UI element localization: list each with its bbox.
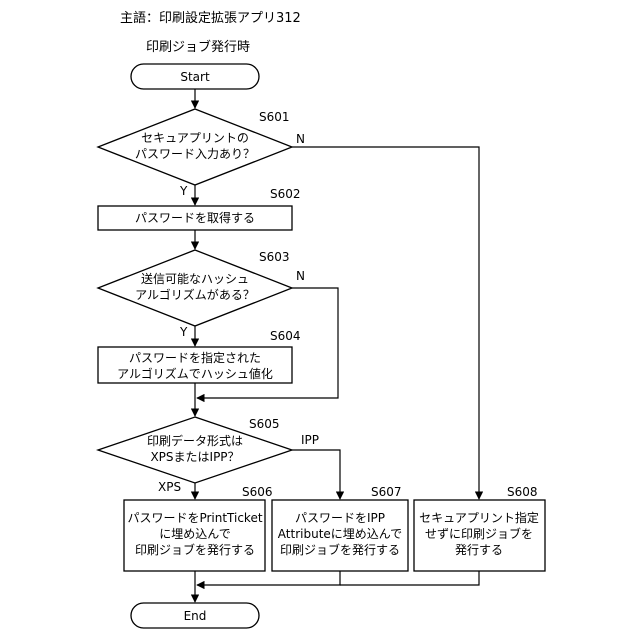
s607-line2: Attributeに埋め込んで xyxy=(278,527,402,541)
s608-line2: せずに印刷ジョブを xyxy=(425,526,533,541)
s608-line3: 発行する xyxy=(455,543,503,557)
s601-line2: パスワード入力あり？ xyxy=(135,147,255,161)
start-label: Start xyxy=(180,70,210,84)
s603-line1: 送信可能なハッシュ xyxy=(141,271,249,286)
step-s606: S606 xyxy=(242,485,273,499)
s608-line1: セキュアプリント指定 xyxy=(419,510,539,525)
step-s608: S608 xyxy=(507,485,538,499)
step-s602: S602 xyxy=(270,187,301,201)
step-s601: S601 xyxy=(259,110,290,124)
step-s605: S605 xyxy=(249,417,280,431)
s606-line3: 印刷ジョブを発行する xyxy=(135,542,255,557)
trigger-label: 印刷ジョブ発行時 xyxy=(146,39,250,55)
s605-line2: XPSまたはIPP？ xyxy=(150,450,239,464)
process-s602: パスワードを取得する xyxy=(98,206,292,230)
process-s608: セキュアプリント指定 せずに印刷ジョブを 発行する xyxy=(414,500,545,571)
subject-label: 主語：印刷設定拡張アプリ312 xyxy=(120,10,301,26)
s606-line2: に埋め込んで xyxy=(159,527,230,541)
edge-s607-merge xyxy=(197,571,340,585)
s603-yes-label: Y xyxy=(179,325,188,339)
s605-xps-label: XPS xyxy=(158,480,181,494)
s605-line1: 印刷データ形式は xyxy=(147,433,243,448)
process-s606: パスワードをPrintTicket に埋め込んで 印刷ジョブを発行する xyxy=(124,500,265,571)
s602-line1: パスワードを取得する xyxy=(135,210,255,225)
s606-line1: パスワードをPrintTicket xyxy=(127,511,262,525)
s601-line1: セキュアプリントの xyxy=(141,131,249,145)
process-s604: パスワードを指定された アルゴリズムでハッシュ値化 xyxy=(98,347,292,383)
s605-ipp-label: IPP xyxy=(301,433,319,447)
s603-line2: アルゴリズムがある？ xyxy=(135,287,255,302)
end-node: End xyxy=(131,603,259,628)
edge-s601-no xyxy=(292,147,479,499)
edge-s605-ipp xyxy=(292,450,340,499)
s604-line1: パスワードを指定された xyxy=(129,350,261,365)
s607-line1: パスワードをIPP xyxy=(295,511,385,525)
end-label: End xyxy=(184,609,207,623)
process-s607: パスワードをIPP Attributeに埋め込んで 印刷ジョブを発行する xyxy=(272,500,408,571)
s607-line3: 印刷ジョブを発行する xyxy=(280,542,400,557)
s601-yes-label: Y xyxy=(179,184,188,198)
step-s604: S604 xyxy=(270,329,301,343)
s603-no-label: N xyxy=(296,269,305,283)
s601-no-label: N xyxy=(296,132,305,146)
edge-s608-merge xyxy=(340,571,479,585)
s604-line2: アルゴリズムでハッシュ値化 xyxy=(117,366,273,381)
step-s603: S603 xyxy=(259,250,290,264)
step-s607: S607 xyxy=(371,485,402,499)
start-node: Start xyxy=(131,64,259,89)
